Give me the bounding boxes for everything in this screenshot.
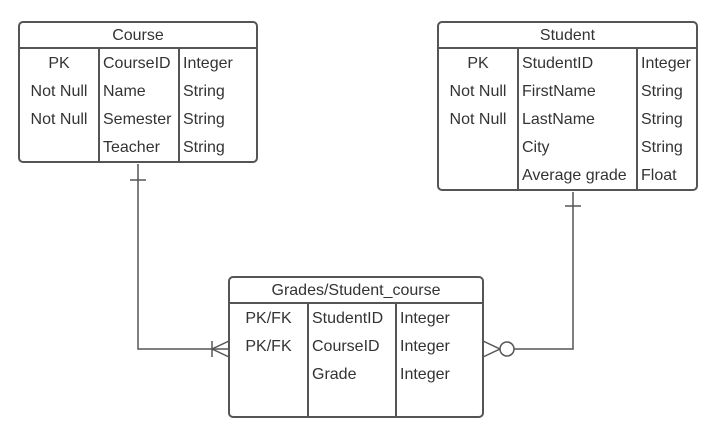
student-row-constraint: Not Null <box>449 83 507 100</box>
grades-entity-title: Grades/Student_course <box>230 278 482 304</box>
grades-row-constraint: PK/FK <box>245 338 292 355</box>
student-entity[interactable]: Student PK Not Null Not Null StudentID F… <box>437 21 698 191</box>
grades-row-type: Integer <box>400 338 450 355</box>
course-entity[interactable]: Course PK Not Null Not Null CourseID Nam… <box>18 21 258 163</box>
course-row-constraint <box>20 134 98 161</box>
grades-crowfoot-upper <box>211 340 230 350</box>
student-row-constraint <box>439 134 517 162</box>
grades-row-type: Integer <box>400 366 450 383</box>
student-row-name: StudentID <box>522 55 594 72</box>
student-row-type: String <box>641 83 683 100</box>
grades-zero-marker <box>499 341 515 357</box>
student-row-type: Float <box>641 167 677 184</box>
student-row-type: String <box>641 111 683 128</box>
grades-row-constraint: PK/FK <box>245 310 292 327</box>
course-row-type: Integer <box>183 55 233 72</box>
student-constraint-column: PK Not Null Not Null <box>439 49 517 189</box>
grades-type-column: Integer Integer Integer <box>395 304 482 416</box>
student-row-name: FirstName <box>522 83 596 100</box>
grades-row-type: Integer <box>400 310 450 327</box>
student-row-type: Integer <box>641 55 691 72</box>
course-row-type: String <box>183 83 225 100</box>
student-type-column: Integer String String String Float <box>636 49 696 189</box>
course-row-name: Teacher <box>103 139 160 156</box>
grades-crowfoot-lower-right <box>482 348 501 358</box>
course-row-name: Semester <box>103 111 172 128</box>
grades-row-name: CourseID <box>312 338 380 355</box>
course-row-type: String <box>183 111 225 128</box>
grades-row-name: StudentID <box>312 310 384 327</box>
course-type-column: Integer String String String <box>178 49 256 161</box>
student-grades-line <box>514 192 574 350</box>
course-constraint-column: PK Not Null Not Null <box>20 49 98 161</box>
student-entity-title: Student <box>439 23 696 49</box>
grades-crowfoot-lower <box>211 348 230 358</box>
grades-crowfoot-upper-right <box>482 340 501 350</box>
student-row-constraint <box>439 162 517 189</box>
course-row-constraint: Not Null <box>30 83 88 100</box>
student-row-constraint: PK <box>467 55 489 72</box>
grades-row-constraint <box>230 361 307 389</box>
student-row-name: Average grade <box>522 167 627 184</box>
grades-name-column: StudentID CourseID Grade <box>307 304 395 416</box>
grades-constraint-column: PK/FK PK/FK <box>230 304 307 416</box>
course-entity-title: Course <box>20 23 256 49</box>
course-row-constraint: PK <box>48 55 70 72</box>
course-row-constraint: Not Null <box>30 111 88 128</box>
course-name-column: CourseID Name Semester Teacher <box>98 49 178 161</box>
course-row-type: String <box>183 139 225 156</box>
student-row-type: String <box>641 139 683 156</box>
course-grades-relationship <box>130 164 230 358</box>
course-row-name: Name <box>103 83 146 100</box>
grades-row-name: Grade <box>312 366 357 383</box>
student-row-constraint: Not Null <box>449 111 507 128</box>
course-row-name: CourseID <box>103 55 171 72</box>
grades-entity[interactable]: Grades/Student_course PK/FK PK/FK Studen… <box>228 276 484 418</box>
student-name-column: StudentID FirstName LastName City Averag… <box>517 49 636 189</box>
course-grades-line <box>137 164 229 350</box>
student-row-name: City <box>522 139 550 156</box>
student-row-name: LastName <box>522 111 595 128</box>
student-grades-relationship <box>482 192 581 358</box>
